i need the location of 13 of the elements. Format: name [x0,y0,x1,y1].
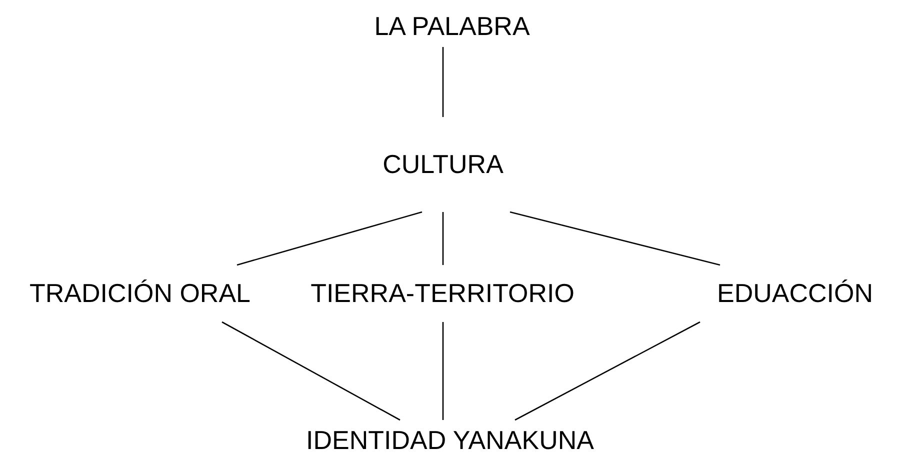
concept-label: IDENTIDAD YANAKUNA [306,426,594,454]
connector-line [442,47,444,117]
connector-line [514,321,700,421]
concept-label: TRADICIÓN ORAL [29,279,251,308]
connector-line [236,211,422,266]
connector-line [442,322,444,420]
concept-label: EDUACCIÓN [716,279,873,308]
concept-label: TIERRA-TERRITORIO [310,279,574,308]
connector-line [442,212,444,265]
connector-line [222,321,400,421]
concept-label: LA PALABRA [374,12,530,40]
concept-label: CULTURA [382,150,504,179]
connector-line [510,211,720,266]
